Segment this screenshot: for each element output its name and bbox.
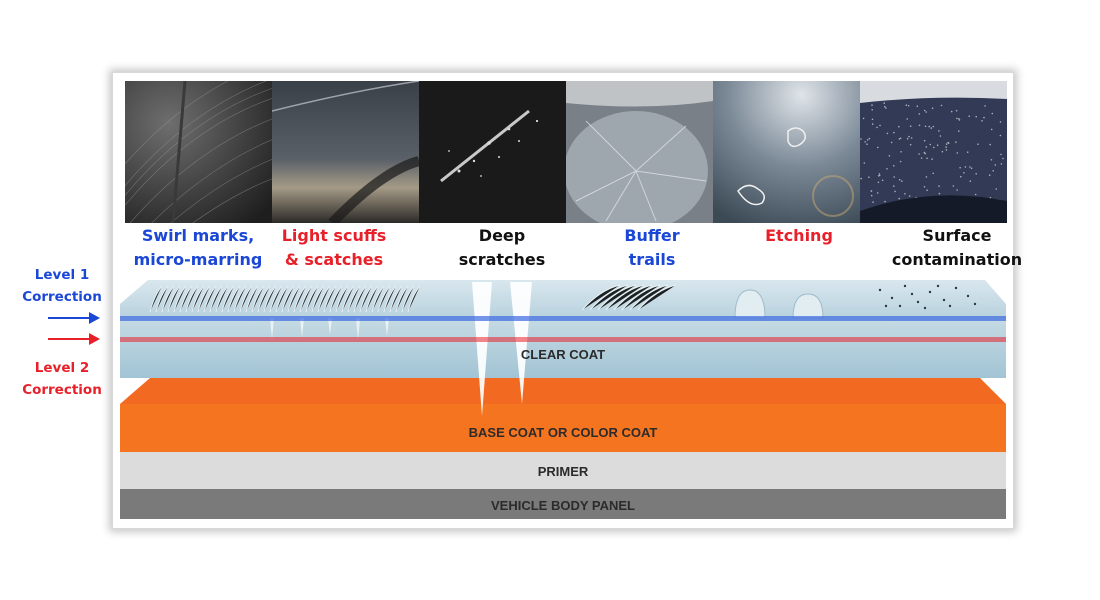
primer-label: PRIMER [120, 460, 1006, 482]
level-1-arrow [48, 312, 100, 324]
base-coat-label: BASE COAT OR COLOR COAT [120, 421, 1006, 443]
level-1-correction-line [120, 316, 1006, 321]
level-2-correction-line [120, 337, 1006, 342]
body-panel-label: VEHICLE BODY PANEL [120, 495, 1006, 515]
level-2-arrow [48, 333, 100, 345]
clear-coat-label: CLEAR COAT [120, 344, 1006, 364]
